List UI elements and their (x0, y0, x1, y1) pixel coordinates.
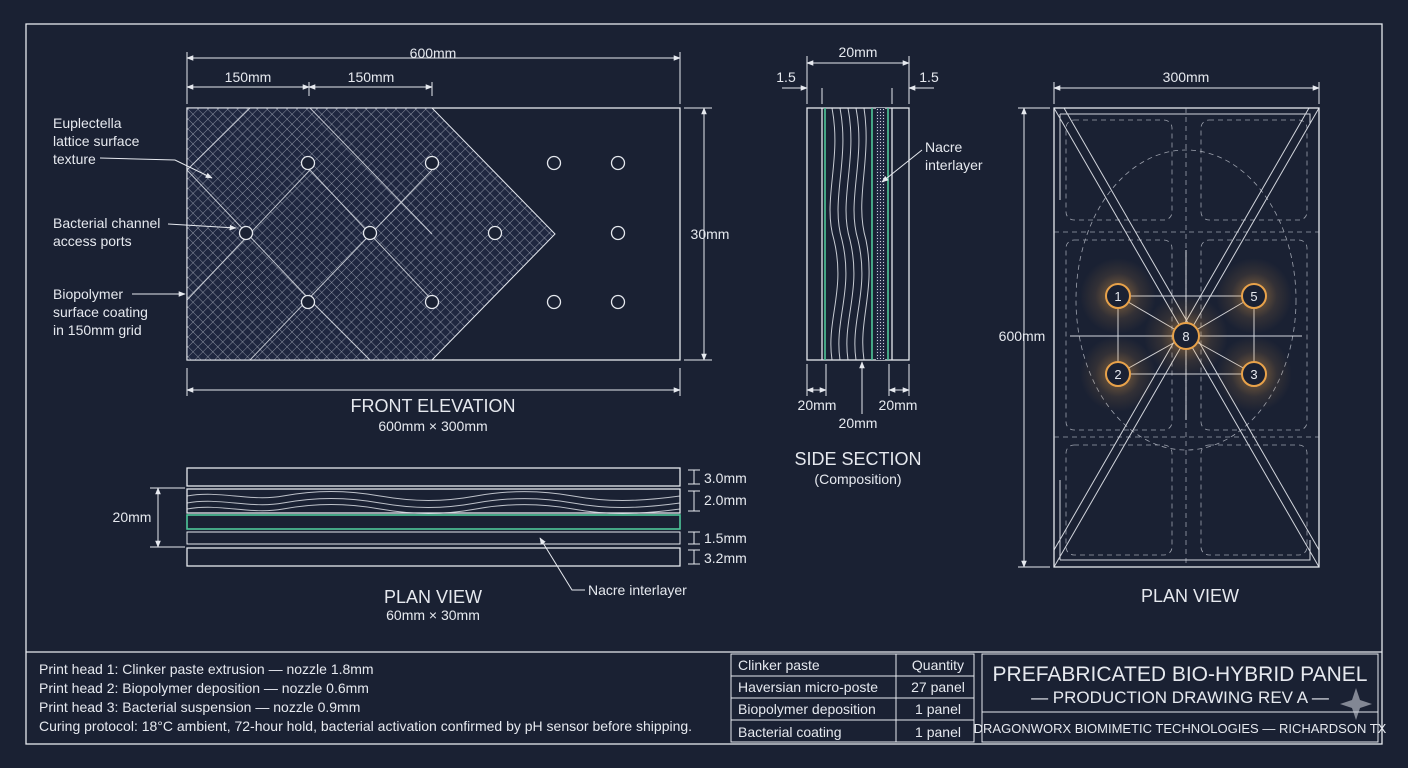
plan-large-dim-width: 300mm (1163, 69, 1210, 85)
bom-row-1-item: Haversian micro-poste (738, 679, 878, 695)
side-section-outline (806, 107, 910, 361)
callout-coating: Biopolymer surface coating in 150mm grid (53, 286, 152, 338)
plan-large-title: PLAN VIEW (1141, 586, 1239, 606)
layer-nacre (186, 531, 681, 545)
bom-table: Clinker paste Quantity Haversian micro-p… (730, 653, 975, 743)
callout-lattice: Euplectella lattice surface texture (53, 115, 143, 167)
side-dim-top: 20mm (839, 44, 878, 60)
layer-dim-4: 3.2mm (704, 550, 747, 566)
layer-dim-3: 1.5mm (704, 530, 747, 546)
bom-row-2-qty: 1 panel (915, 701, 961, 717)
title-block: PREFABRICATED BIO-HYBRID PANEL — PRODUCT… (974, 653, 1387, 743)
company-name: DRAGONWORX BIOMIMETIC TECHNOLOGIES — RIC… (974, 721, 1387, 736)
side-dim-bot-right: 20mm (879, 397, 918, 413)
front-elevation: 600mm 150mm 150mm 30mm Euplectella latti… (53, 45, 729, 434)
nacre-band (876, 108, 885, 360)
note-2: Print head 2: Biopolymer deposition — no… (39, 680, 369, 696)
layer-green (186, 514, 681, 530)
node-label-1: 1 (1114, 289, 1121, 304)
print-notes: Print head 1: Clinker paste extrusion — … (39, 661, 692, 734)
plan-large-dim-height: 600mm (999, 328, 1046, 344)
bom-row-1-qty: 27 panel (911, 679, 965, 695)
sparkle-icon (1340, 688, 1372, 720)
side-nacre-label: Nacre interlayer (925, 139, 983, 173)
note-3: Print head 3: Bacterial suspension — noz… (39, 699, 360, 715)
bacterial-port-holes (238, 155, 626, 310)
plan-large-nodes (1105, 283, 1267, 387)
callout-ports: Bacterial channel access ports (53, 215, 164, 249)
bom-row-2-item: Biopolymer deposition (738, 701, 876, 717)
plan-view-small: 20mm 3.0mm 2.0mm 1.5mm 3.2mm Nacre inter… (113, 467, 747, 623)
side-dim-bot-left: 20mm (798, 397, 837, 413)
bom-header-item: Clinker paste (738, 657, 820, 673)
bom-header-qty: Quantity (912, 657, 964, 673)
node-label-5: 5 (1250, 289, 1257, 304)
layer-top (186, 467, 681, 487)
dim-b-label: 150mm (348, 69, 395, 85)
layer-bottom (186, 547, 681, 567)
bom-row-3-qty: 1 panel (915, 724, 961, 740)
wavy-fiber-lines (829, 107, 870, 361)
dim-height-label: 30mm (691, 226, 730, 242)
front-elevation-subtitle: 600mm × 300mm (378, 418, 487, 434)
side-dim-right: 1.5 (919, 69, 939, 85)
node-label-2: 2 (1114, 367, 1121, 382)
layer-dim-1: 3.0mm (704, 470, 747, 486)
plan-small-nacre-label: Nacre interlayer (588, 582, 687, 598)
dim-total-label: 600mm (410, 45, 457, 61)
front-elevation-title: FRONT ELEVATION (350, 396, 515, 416)
plan-small-dim-height: 20mm (113, 509, 152, 525)
node-label-8: 8 (1182, 329, 1189, 344)
side-section: 20mm 1.5 1.5 Nacre interlayer 20mm 20mm … (776, 44, 983, 487)
bom-row-3-item: Bacterial coating (738, 724, 842, 740)
layer-wavy (186, 488, 681, 514)
side-section-title: SIDE SECTION (794, 449, 921, 469)
side-dim-bot-mid: 20mm (839, 415, 878, 431)
plan-small-title: PLAN VIEW (384, 587, 482, 607)
drawing-subtitle: — PRODUCTION DRAWING REV A — (1031, 688, 1329, 707)
note-1: Print head 1: Clinker paste extrusion — … (39, 661, 374, 677)
side-dim-left: 1.5 (776, 69, 796, 85)
note-4: Curing protocol: 18°C ambient, 72-hour h… (39, 718, 692, 734)
node-label-3: 3 (1250, 367, 1257, 382)
layer-dim-2: 2.0mm (704, 492, 747, 508)
plan-small-subtitle: 60mm × 30mm (386, 607, 480, 623)
side-section-subtitle: (Composition) (814, 471, 901, 487)
sheet-border (25, 23, 1383, 745)
dim-a-label: 150mm (225, 69, 272, 85)
drawing-title: PREFABRICATED BIO-HYBRID PANEL (993, 663, 1368, 686)
plan-large-outline (1053, 107, 1320, 568)
plan-view-large: 1 5 8 2 3 300mm 600mm PLAN VIEW (999, 69, 1320, 606)
